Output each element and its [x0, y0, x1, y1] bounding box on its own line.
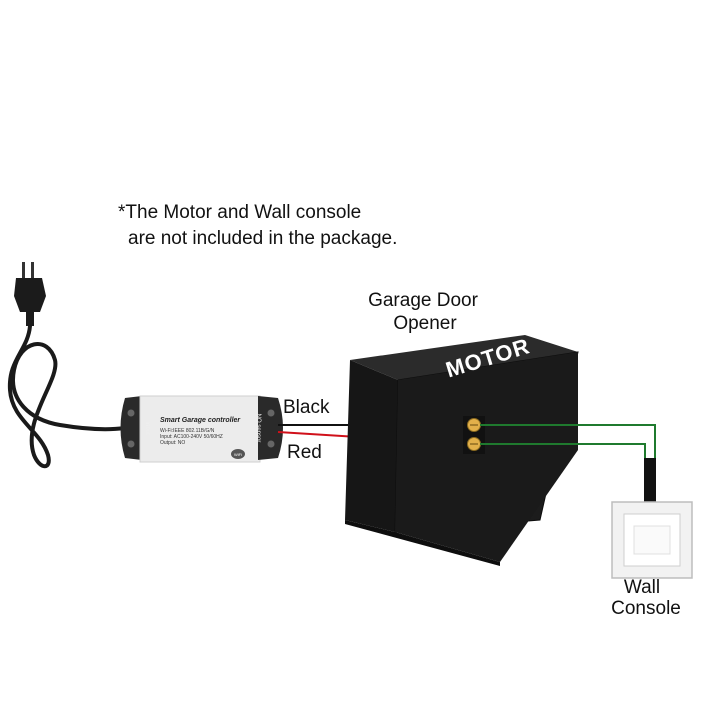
opener-title-line-1: Garage Door — [368, 290, 479, 311]
wall-console-label-line-2: Console — [611, 598, 681, 619]
red-wire-label: Red — [287, 442, 322, 463]
controller-spec-3: Output: NO — [160, 440, 185, 446]
wall-console-cable — [644, 458, 656, 506]
controller-spec-2: Input: AC100-240V 50/60HZ — [160, 434, 223, 440]
controller-output-label: NO sensor — [255, 414, 261, 443]
power-plug-icon — [14, 262, 46, 326]
controller-spec-1: Wi-Fi:IEEE 802.11B/G/N — [160, 428, 215, 434]
opener-title-line-2: Opener — [393, 313, 457, 334]
wall-console-label-line-1: Wall — [624, 577, 660, 598]
terminal-block — [463, 416, 485, 454]
note-line-2: are not included in the package. — [128, 228, 397, 249]
controller-input-label: Input — [144, 421, 150, 435]
power-cord — [7, 324, 127, 469]
smart-garage-controller: Input NO sensor Smart Garage controller … — [120, 395, 283, 463]
note-line-1: *The Motor and Wall console — [118, 202, 361, 223]
wifi-badge-text: WiFi — [234, 452, 242, 457]
wall-console-switch — [611, 501, 693, 579]
controller-title: Smart Garage controller — [160, 417, 241, 424]
garage-door-opener-motor: MOTOR — [345, 333, 579, 566]
black-wire-label: Black — [283, 397, 330, 418]
controller-input-end — [120, 396, 142, 460]
controller-output-end — [258, 396, 283, 460]
wifi-badge-icon: WiFi — [231, 449, 245, 459]
